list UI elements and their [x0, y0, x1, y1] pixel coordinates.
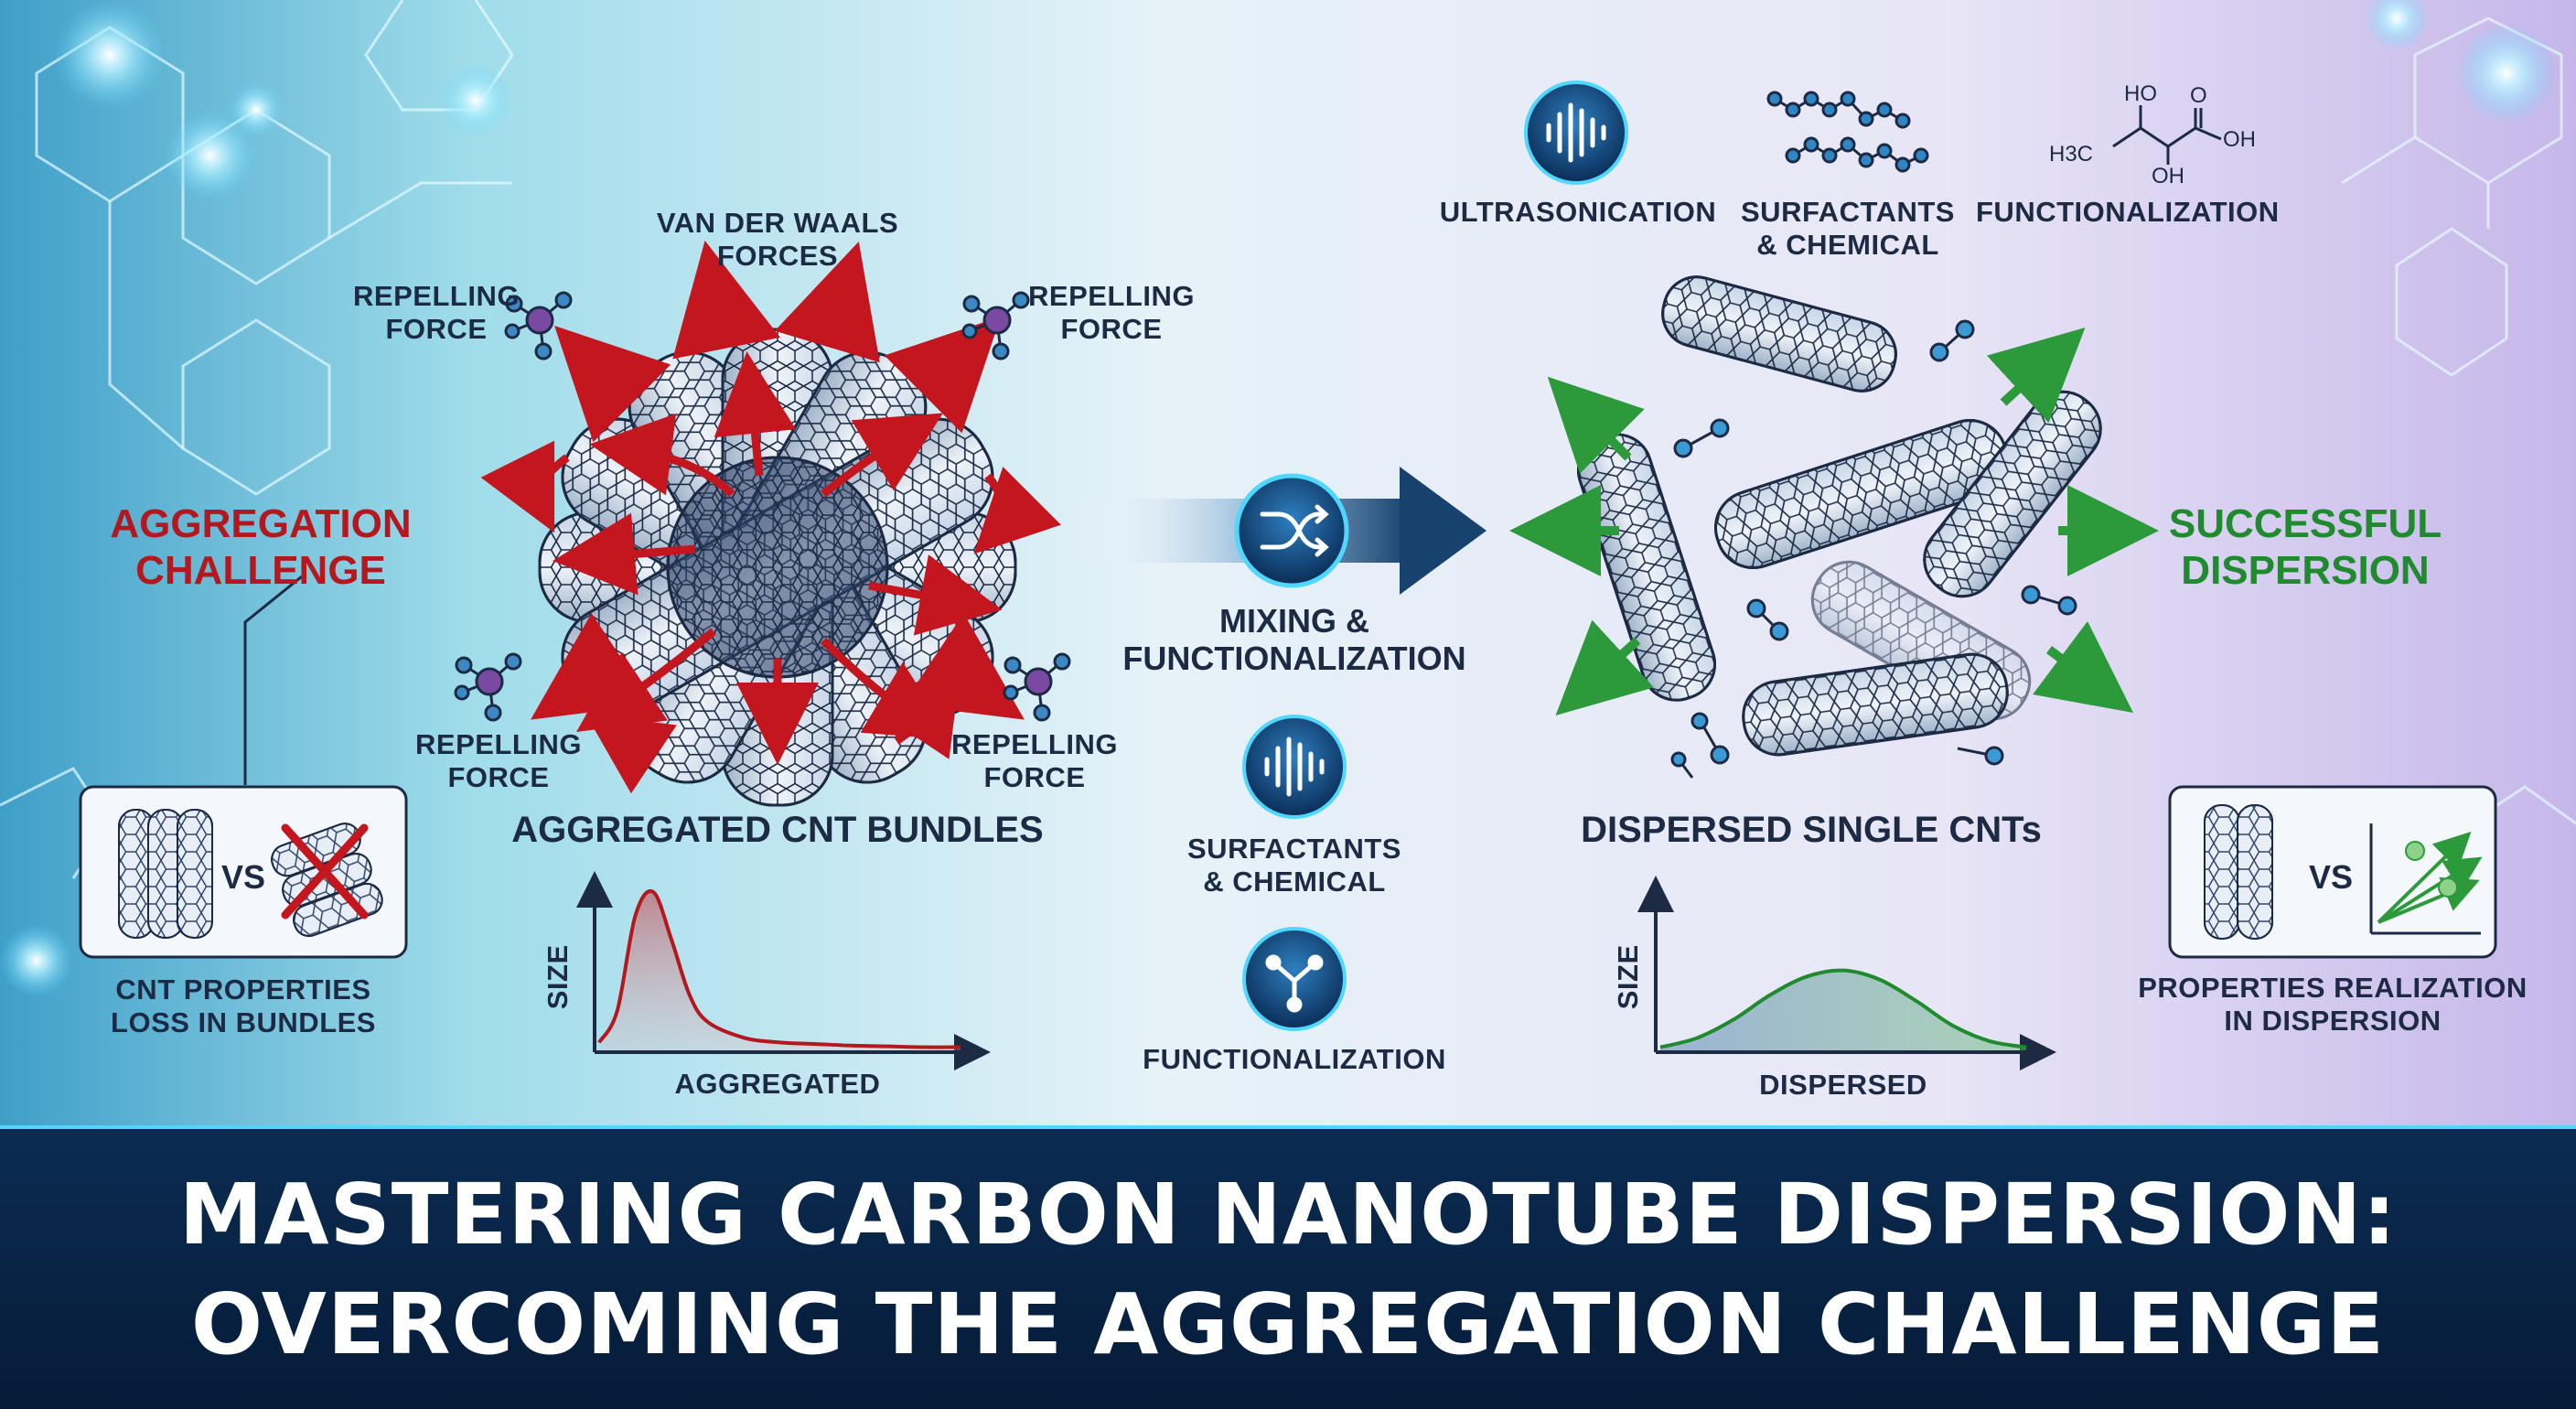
- aggregation-challenge-line2: CHALLENGE: [135, 547, 386, 593]
- compare-vs-left: VS: [220, 858, 266, 896]
- aggregated-bundles-title: AGGREGATED CNT BUNDLES: [511, 810, 1044, 850]
- ultrasonication-label: ULTRASONICATION: [1439, 196, 1717, 228]
- properties-comparison-box: [2168, 785, 2497, 959]
- dispersed-cnts-title: DISPERSED SINGLE CNTs: [1581, 810, 2042, 850]
- surfactant-chain-icon: [1766, 91, 1929, 173]
- dispersed-distribution-line: [1659, 968, 2027, 1049]
- functionalization-label-top: FUNCTIONALIZATION: [1976, 196, 2280, 228]
- cross-mark-icon: [281, 823, 369, 920]
- title-banner: MASTERING CARBON NANOTUBE DISPERSION: OV…: [0, 1125, 2576, 1409]
- aggregated-distribution-area: [599, 890, 961, 1050]
- chart-x-label-left: AGGREGATED: [674, 1068, 881, 1100]
- mixing-functionalization-label: MIXING & FUNCTIONALIZATION: [1122, 602, 1466, 678]
- mol-oh-bottom: OH: [2152, 164, 2184, 188]
- shuffle-icon: [1234, 473, 1349, 588]
- repelling-force-label-bl: REPELLING FORCE: [415, 728, 582, 793]
- chart-y-label-right: SIZE: [1612, 944, 1645, 1010]
- dispersed-cnts: [1576, 275, 2102, 757]
- cnt-comparison-box: [79, 785, 408, 959]
- title-line-1: MASTERING CARBON NANOTUBE DISPERSION:: [178, 1166, 2398, 1264]
- title-line-2: OVERCOMING THE AGGREGATION CHALLENGE: [190, 1275, 2386, 1373]
- molecule-icon: [454, 291, 1071, 722]
- aggregated-cnt-bundle: [538, 328, 1017, 807]
- dispersed-distribution-area: [1660, 970, 2026, 1050]
- repelling-force-label-tl: REPELLING FORCE: [353, 280, 520, 345]
- cnt-properties-loss-label: CNT PROPERTIES LOSS IN BUNDLES: [111, 973, 376, 1038]
- dispersant-molecules: [1670, 319, 2077, 779]
- dispersion-arrows: [1509, 327, 2159, 716]
- aggregation-challenge-line1: AGGREGATION: [110, 501, 412, 546]
- aggregated-size-chart: [576, 871, 991, 1070]
- mol-oh-right: OH: [2223, 127, 2256, 152]
- connector-line: [243, 575, 303, 785]
- repelling-force-label-br: REPELLING FORCE: [951, 728, 1118, 793]
- background-glows: [0, 0, 2557, 997]
- mol-ho-top: HO: [2124, 81, 2157, 106]
- growth-plot-icon: [2369, 823, 2481, 935]
- surfactants-label-middle: SURFACTANTS & CHEMICAL: [1187, 833, 1401, 898]
- molecular-structure-icon: HO O OH H3C OH: [2049, 81, 2256, 188]
- repelling-force-arrows: [531, 240, 1025, 720]
- vdw-forces-line2: FORCES: [716, 239, 839, 272]
- vdw-forces-line1: VAN DER WAALS: [656, 207, 899, 239]
- sound-wave-icon: [1242, 715, 1347, 819]
- mol-h3c: H3C: [2049, 142, 2093, 167]
- successful-dispersion-label: SUCCESSFUL DISPERSION: [2168, 501, 2442, 593]
- ultrasonication-icon: [1524, 81, 1628, 185]
- chart-x-label-right: DISPERSED: [1759, 1069, 1927, 1101]
- vdw-forces-label: VAN DER WAALS FORCES: [631, 207, 924, 272]
- aggregated-distribution-line: [597, 888, 961, 1049]
- dispersed-size-chart: [1637, 876, 2056, 1070]
- properties-realization-label: PROPERTIES REALIZATION IN DISPERSION: [2138, 972, 2528, 1037]
- surfactants-label-top: SURFACTANTS & CHEMICAL: [1741, 196, 1955, 261]
- chart-y-label-left: SIZE: [542, 944, 574, 1010]
- repelling-force-label-tr: REPELLING FORCE: [1028, 280, 1195, 345]
- mol-o: O: [2190, 83, 2207, 108]
- aggregation-challenge-label: AGGREGATION CHALLENGE: [110, 501, 412, 594]
- functionalization-icon: [1242, 927, 1347, 1031]
- functionalization-label-middle: FUNCTIONALIZATION: [1143, 1043, 1446, 1075]
- compare-vs-right: VS: [2308, 858, 2354, 896]
